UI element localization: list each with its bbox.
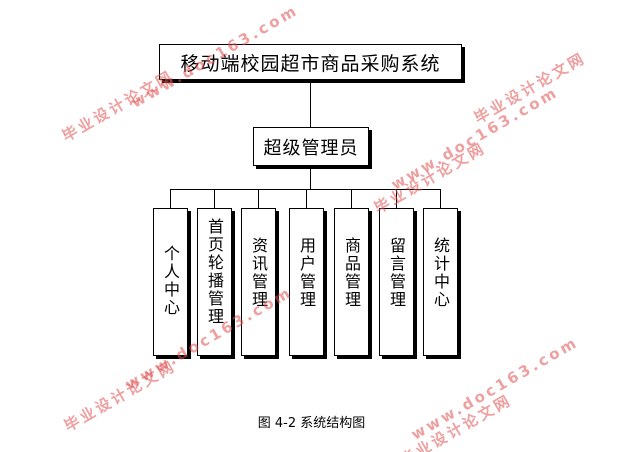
connector-drop-4	[306, 189, 307, 208]
module-node-message-management: 留言管理	[379, 208, 414, 356]
connector-drop-7	[440, 189, 441, 208]
module-node-user-management: 用户管理	[289, 208, 324, 356]
module-label: 个人中心	[161, 245, 180, 317]
module-label: 用户管理	[297, 237, 316, 309]
root-node: 移动端校园超市商品采购系统	[159, 44, 462, 80]
module-label: 统计中心	[431, 237, 450, 309]
connector-bus	[170, 189, 441, 190]
module-node-product-management: 商品管理	[334, 208, 369, 356]
module-label: 资讯管理	[249, 237, 268, 309]
module-label: 商品管理	[342, 237, 361, 309]
root-node-label: 移动端校园超市商品采购系统	[180, 52, 441, 75]
connector-admin-bus	[310, 166, 311, 189]
admin-node-label: 超级管理员	[263, 137, 359, 159]
admin-node: 超级管理员	[253, 127, 369, 166]
module-node-statistics-center: 统计中心	[423, 208, 458, 356]
module-label: 首页轮播管理	[205, 218, 224, 326]
watermark-text: 毕业设计论文网	[471, 48, 590, 128]
connector-drop-1	[170, 189, 171, 208]
connector-drop-6	[396, 189, 397, 208]
watermark-text: www.doc163.com	[388, 82, 562, 194]
module-node-banner-management: 首页轮播管理	[197, 208, 232, 356]
connector-drop-5	[351, 189, 352, 208]
connector-drop-2	[214, 189, 215, 208]
figure-caption: 图 4-2 系统结构图	[257, 416, 366, 431]
connector-root-admin	[310, 80, 311, 127]
module-node-personal-center: 个人中心	[153, 208, 188, 356]
watermark-text: 毕业设计论文网	[371, 138, 490, 218]
module-label: 留言管理	[387, 237, 406, 309]
connector-drop-3	[258, 189, 259, 208]
module-node-news-management: 资讯管理	[241, 208, 276, 356]
